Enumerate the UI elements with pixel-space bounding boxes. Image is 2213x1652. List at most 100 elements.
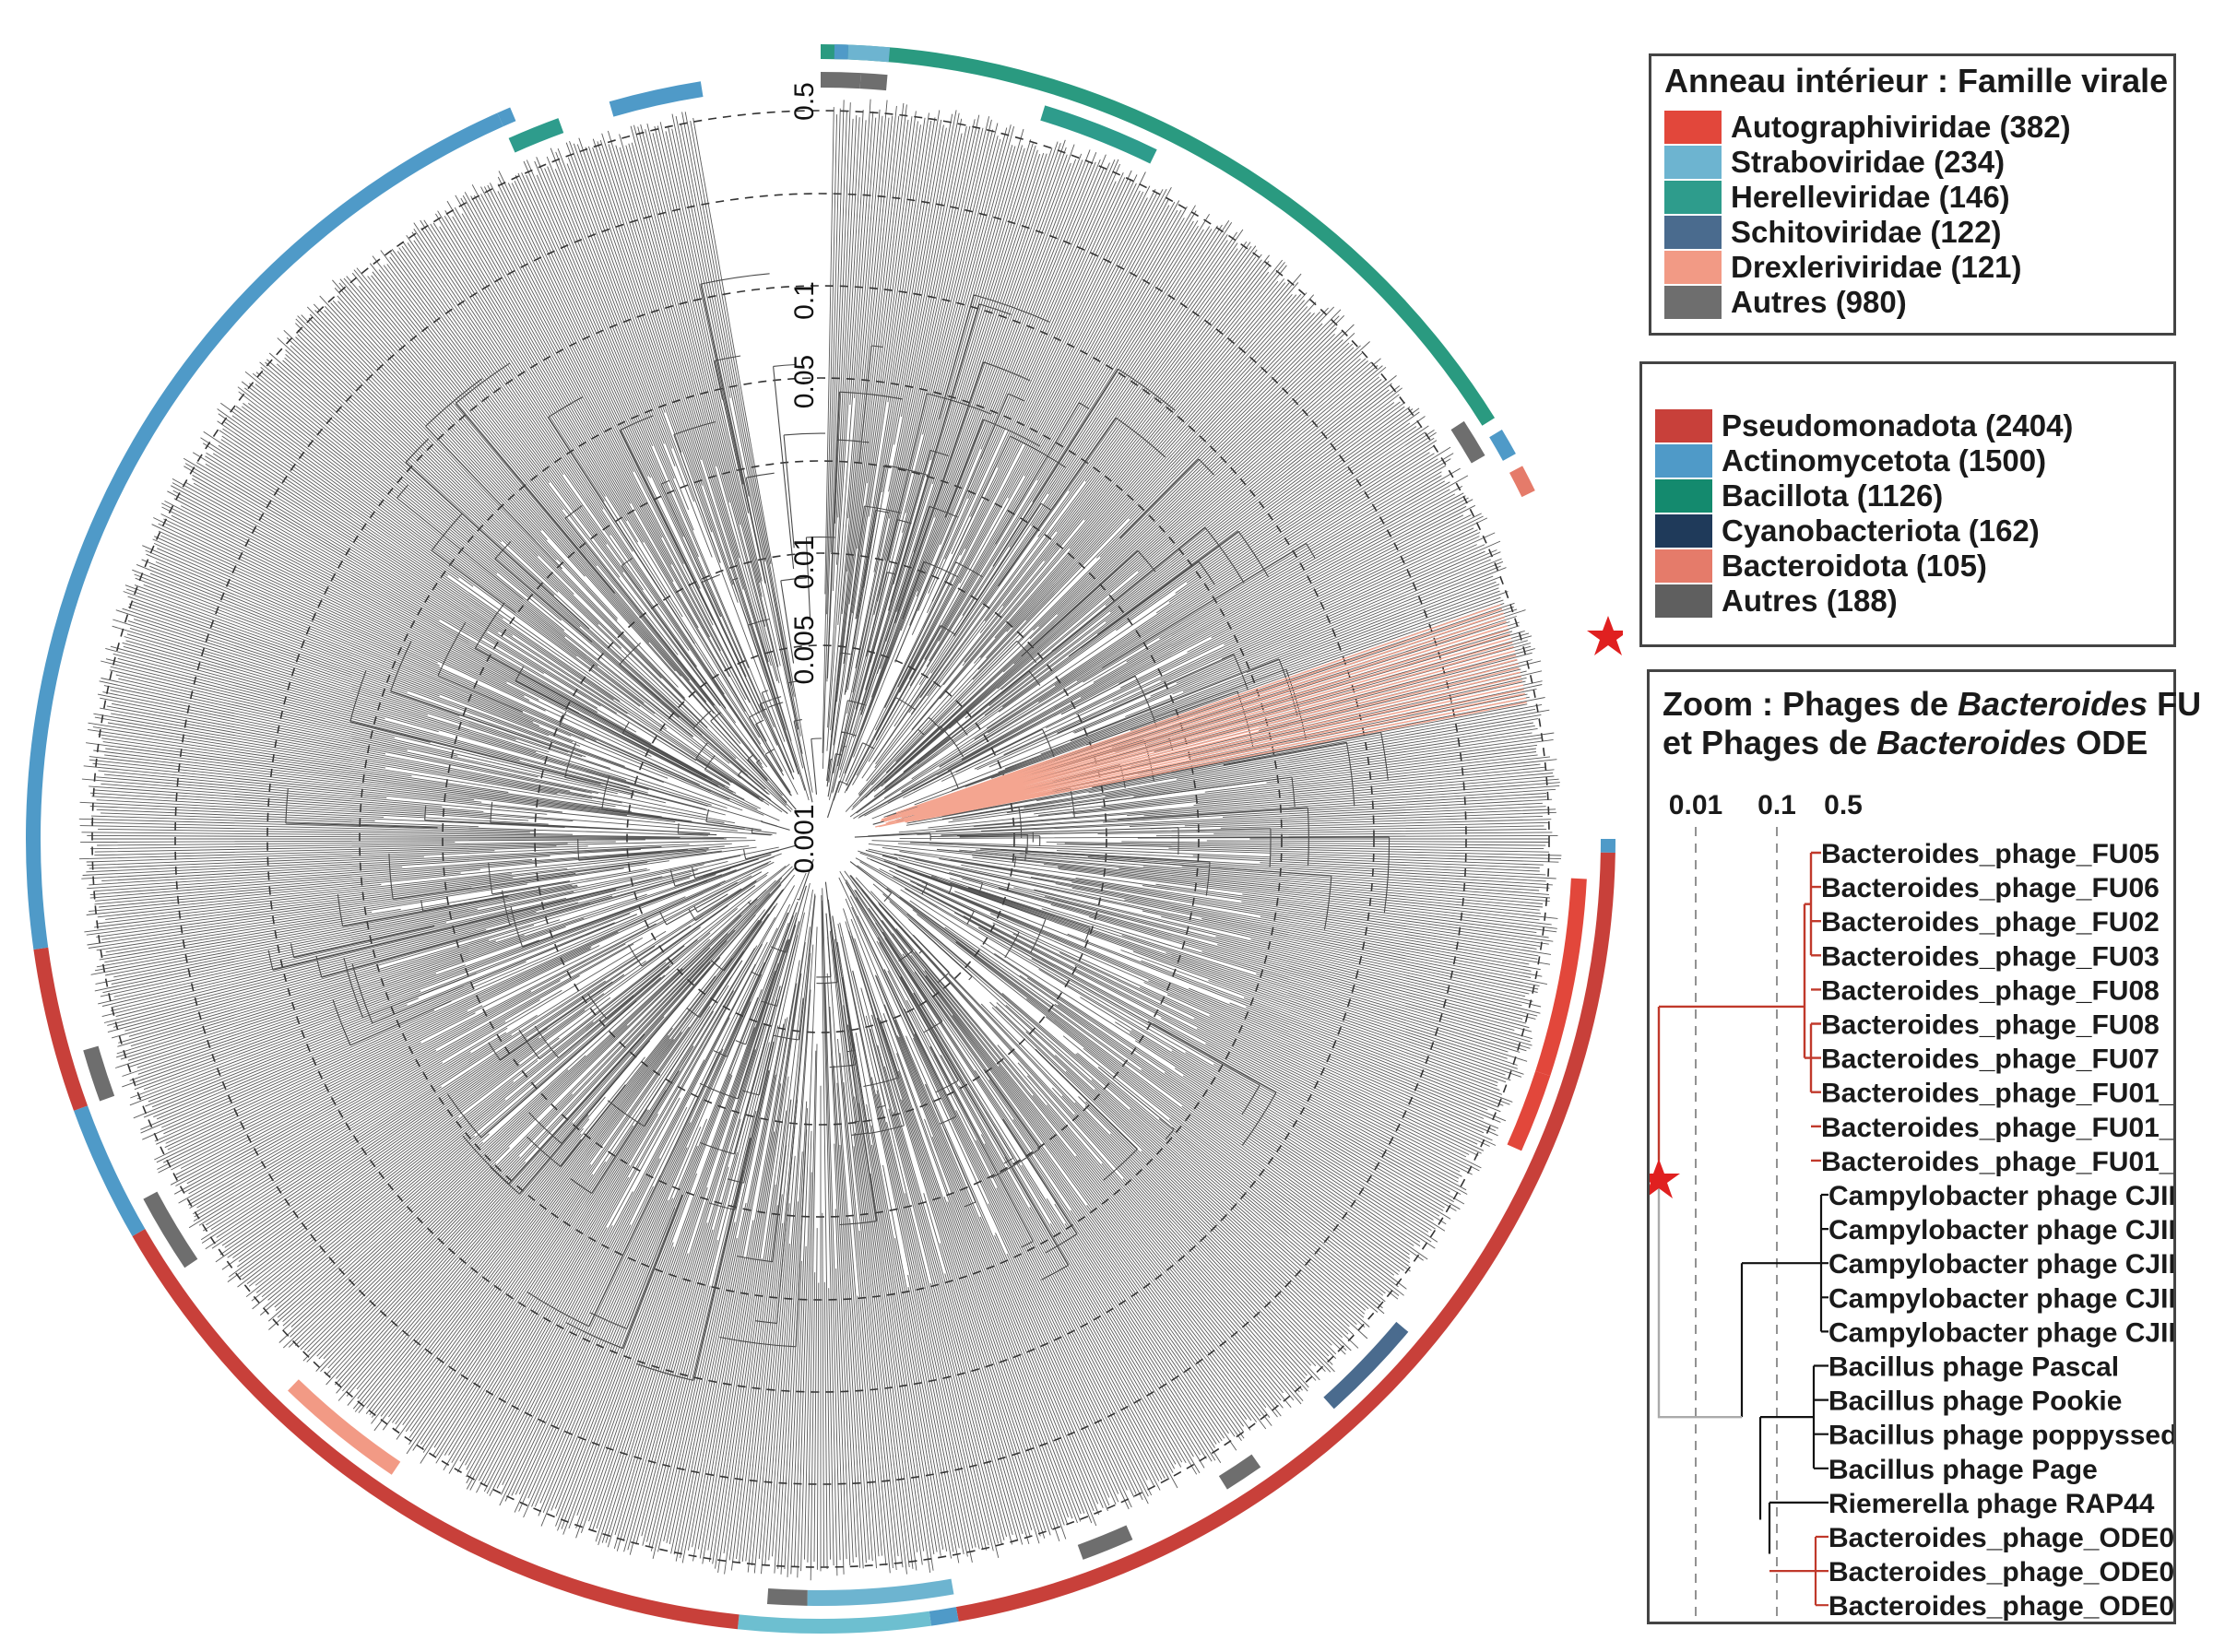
legend-item-pseudomonadota: Pseudomonadota (2404) <box>1655 408 2073 443</box>
circular-phylogenetic-tree: 0.5 0.1 0.05 0.01 0.005 0.001 <box>26 44 1623 1634</box>
zoom-leaf-label: Bacteroides_phage_ODE02 <box>1828 1591 2173 1622</box>
zoom-leaf-label: Bacteroides_phage_FU08 <box>1821 975 2160 1006</box>
zoom-leaf-label: Bacteroides_phage_FU08 <box>1821 1010 2160 1041</box>
scale-label-0.01: 0.01 <box>789 536 820 589</box>
host-ring-segment <box>73 1105 146 1236</box>
legend-item-drexleriviridae: Drexleriviridae (121) <box>1664 250 2022 285</box>
zoom-leaf-label: Bacillus phage Pookie <box>1828 1386 2122 1417</box>
family-ring-segment <box>1323 1321 1409 1410</box>
outer-ring-host-phylum <box>26 44 1615 1634</box>
zoom-title: Zoom : Phages de Bacteroides FU et Phage… <box>1663 685 2202 761</box>
host-ring-segment <box>1600 839 1615 854</box>
scale-label-0.001: 0.001 <box>789 804 820 873</box>
host-ring-segment <box>847 44 891 63</box>
family-ring-segment <box>1218 1454 1261 1490</box>
zoom-leaf-label: Riemerella phage RAP44 <box>1828 1489 2155 1519</box>
zoom-leaf-label: Bacteroides_phage_FU01_B <box>1821 1113 2173 1143</box>
zoom-scale-lines <box>1695 827 1778 1622</box>
color-swatch <box>1655 409 1712 442</box>
zoom-leaf-label: Bacillus phage Page <box>1828 1455 2098 1485</box>
family-ring-segment <box>143 1191 198 1268</box>
legend-item-bacteroidota: Bacteroidota (105) <box>1655 549 1987 584</box>
host-ring-segment <box>1489 430 1516 461</box>
host-ring-segment <box>834 44 849 60</box>
family-ring-segment <box>288 1379 401 1475</box>
legend-item-straboviridae: Straboviridae (234) <box>1664 145 2005 180</box>
color-swatch <box>1664 146 1722 179</box>
zoom-leaf-label: Campylobacter phage CJIE4-4 <box>1828 1283 2173 1314</box>
zoom-leaf-label: Bacteroides_phage_FU01_A <box>1821 1147 2173 1177</box>
family-ring-segment <box>821 72 861 89</box>
zoom-leaf-label: Campylobacter phage CJIE4-3 <box>1828 1249 2173 1280</box>
red-star-icon <box>1587 616 1623 655</box>
family-ring-segment <box>1077 1525 1133 1560</box>
clade-star-marker <box>1587 616 1623 655</box>
host-ring-segment <box>1509 466 1535 498</box>
legend-item-cyanobacteriota: Cyanobacteriota (162) <box>1655 513 2040 549</box>
ode-clade-branches <box>1769 1535 1828 1607</box>
legend-viral-family: Anneau intérieur : Famille virale Autogr… <box>1649 53 2176 336</box>
zoom-leaf-label: Bacteroides_phage_FU06 <box>1821 873 2160 903</box>
color-swatch <box>1664 111 1722 144</box>
zoom-scale-label-0.5: 0.5 <box>1824 790 1863 820</box>
zoom-leaf-label: Bacteroides_phage_ODE01 <box>1828 1523 2173 1553</box>
zoom-leaf-label: Bacillus phage poppyssed <box>1828 1421 2173 1451</box>
leaf-branches <box>78 99 1562 1581</box>
legend-title: Anneau intérieur : Famille virale <box>1664 62 2169 100</box>
zoom-leaf-label: Bacillus phage Pascal <box>1828 1352 2119 1383</box>
legend-item-autres: Autres (980) <box>1664 285 1907 320</box>
family-ring-segment <box>859 73 888 91</box>
host-ring-segment <box>26 112 503 950</box>
color-swatch <box>1655 514 1712 548</box>
fu-clade-branches <box>1657 851 1821 1162</box>
inner-ring-viral-family <box>83 72 1587 1606</box>
zoom-branches <box>1657 851 1828 1607</box>
tree-branches <box>78 99 1562 1581</box>
zoom-scale-labels: 0.01 0.1 0.5 <box>1669 790 1863 820</box>
host-ring-segment <box>929 1607 959 1626</box>
scale-label-0.05: 0.05 <box>789 355 820 408</box>
zoom-subtree: 0.01 0.1 0.5 Bacteroides_phage_FU05Bacte… <box>1650 790 2173 1622</box>
legend-item-schitoviridae: Schitoviridae (122) <box>1664 215 2001 250</box>
zoom-scale-label-0.01: 0.01 <box>1669 790 1722 820</box>
family-ring-segment <box>609 81 704 117</box>
color-swatch <box>1664 251 1722 284</box>
zoom-leaf-label: Bacteroides_phage_FU07 <box>1821 1044 2160 1075</box>
legend-item-autres: Autres (188) <box>1655 584 1898 619</box>
family-ring-segment <box>508 118 564 153</box>
scale-label-0.005: 0.005 <box>789 615 820 684</box>
legend-item-herelleviridae: Herelleviridae (146) <box>1664 180 2010 215</box>
family-ring-segment <box>83 1045 115 1102</box>
host-ring-segment <box>132 1229 740 1630</box>
legend-host-phylum: Pseudomonadota (2404) Actinomycetota (15… <box>1639 361 2176 647</box>
color-swatch <box>1655 584 1712 618</box>
family-ring-segment <box>1507 1070 1551 1151</box>
zoom-leaf-label: Bacteroides_phage_ODE03 <box>1828 1557 2173 1587</box>
zoom-scale-label-0.1: 0.1 <box>1757 790 1796 820</box>
zoom-leaf-label: Bacteroides_phage_FU02 <box>1821 907 2160 938</box>
zoom-panel: Zoom : Phages de Bacteroides FU et Phage… <box>1647 669 2201 1624</box>
color-swatch <box>1664 286 1722 319</box>
scale-label-0.5: 0.5 <box>789 82 820 121</box>
red-star-icon <box>1650 1159 1680 1198</box>
zoom-leaf-label: Campylobacter phage CJIE4-2 <box>1828 1181 2173 1211</box>
root-branch <box>1657 1160 1742 1419</box>
family-ring-segment <box>807 1578 954 1606</box>
host-ring-segment <box>33 947 89 1111</box>
color-swatch <box>1655 444 1712 478</box>
radial-scale-labels: 0.5 0.1 0.05 0.01 0.005 0.001 <box>789 82 820 873</box>
scale-label-0.1: 0.1 <box>789 281 820 320</box>
color-swatch <box>1664 216 1722 249</box>
color-swatch <box>1664 181 1722 214</box>
family-ring-segment <box>1040 105 1157 164</box>
color-swatch <box>1655 549 1712 583</box>
host-ring-segment <box>955 852 1615 1622</box>
family-ring-segment <box>766 1588 808 1606</box>
host-ring-segment <box>821 44 1496 426</box>
family-ring-segment <box>1450 420 1485 464</box>
host-ring-segment <box>497 107 516 127</box>
zoom-leaf-labels: Bacteroides_phage_FU05Bacteroides_phage_… <box>1821 839 2173 1622</box>
zoom-leaf-label: Bacteroides_phage_FU05 <box>1821 839 2160 869</box>
zoom-leaf-label: Bacteroides_phage_FU01_C <box>1821 1079 2173 1109</box>
legend-item-bacillota: Bacillota (1126) <box>1655 478 1943 513</box>
